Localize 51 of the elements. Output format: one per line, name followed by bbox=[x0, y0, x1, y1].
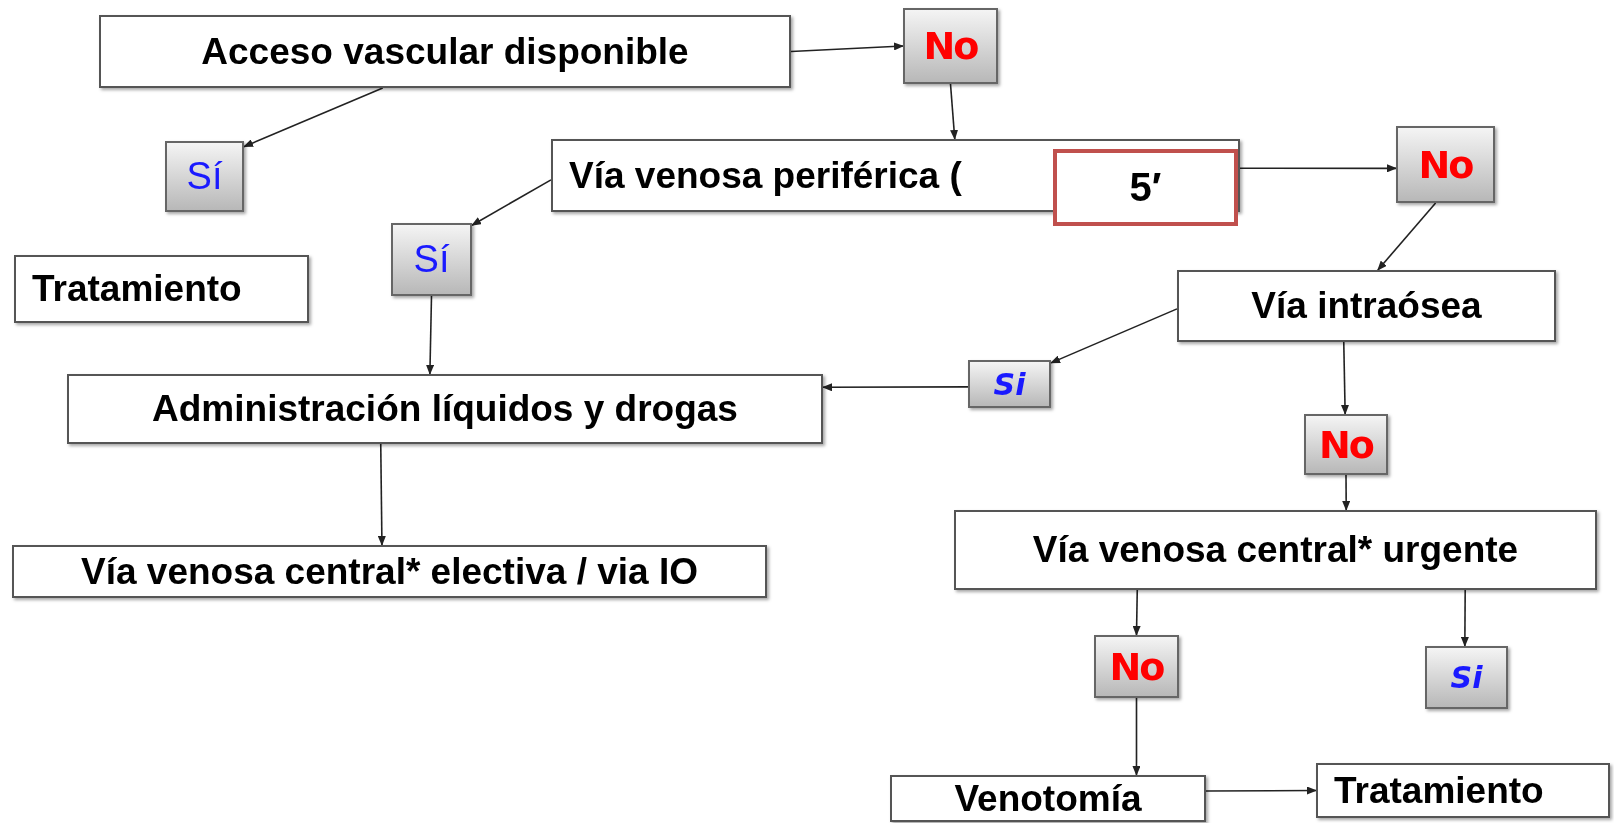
arrow bbox=[1239, 164, 1397, 173]
time-box bbox=[1053, 149, 1238, 226]
arrow bbox=[790, 42, 904, 53]
answer-box bbox=[391, 223, 472, 296]
node-text: Administración líquidos y drogas bbox=[152, 388, 738, 430]
node-text: Venotomía bbox=[954, 777, 1142, 820]
arrow bbox=[426, 295, 435, 375]
node-text: Tratamiento bbox=[1334, 769, 1544, 812]
node-text: No bbox=[923, 24, 978, 68]
node-text: Tratamiento bbox=[32, 268, 242, 310]
answer-box bbox=[1425, 646, 1508, 709]
process-box bbox=[954, 510, 1597, 590]
answer-box bbox=[1396, 126, 1495, 203]
node-text: Vía venosa central* urgente bbox=[1032, 529, 1519, 571]
arrow bbox=[1050, 308, 1178, 364]
arrow bbox=[1341, 341, 1349, 415]
arrow bbox=[949, 83, 959, 140]
answer-box bbox=[903, 8, 998, 84]
node-text: Acceso vascular disponible bbox=[201, 30, 689, 73]
answer-box bbox=[1094, 635, 1179, 698]
arrow bbox=[1205, 786, 1317, 795]
node-text: Si bbox=[993, 366, 1026, 402]
arrow bbox=[1377, 202, 1437, 271]
process-box bbox=[1177, 270, 1556, 342]
node-text: Sí bbox=[413, 238, 450, 281]
process-box bbox=[14, 255, 309, 323]
node-text: Vía venosa periférica ( bbox=[569, 154, 962, 197]
arrow bbox=[243, 87, 384, 148]
process-box bbox=[1316, 763, 1610, 818]
process-box bbox=[12, 545, 767, 598]
node-text: Vía venosa central* electiva / via IO bbox=[81, 550, 698, 593]
answer-box bbox=[1304, 414, 1388, 475]
answer-box bbox=[165, 141, 244, 212]
arrow bbox=[471, 179, 552, 226]
arrow bbox=[1132, 589, 1141, 636]
node-text: Vía intraósea bbox=[1251, 285, 1482, 327]
node-text: Si bbox=[1450, 660, 1483, 695]
node-text: No bbox=[1109, 644, 1164, 689]
node-text: 5′ bbox=[1129, 165, 1162, 210]
arrow bbox=[822, 383, 969, 392]
process-box bbox=[67, 374, 823, 444]
process-box bbox=[890, 775, 1206, 822]
arrow bbox=[1342, 474, 1351, 511]
arrow bbox=[1132, 697, 1141, 776]
answer-box bbox=[968, 360, 1051, 408]
node-text: No bbox=[1319, 422, 1373, 467]
node-text: Sí bbox=[186, 155, 223, 198]
arrow bbox=[377, 443, 386, 546]
arrow bbox=[1460, 589, 1469, 647]
process-box bbox=[99, 15, 791, 88]
node-text: No bbox=[1418, 142, 1473, 187]
